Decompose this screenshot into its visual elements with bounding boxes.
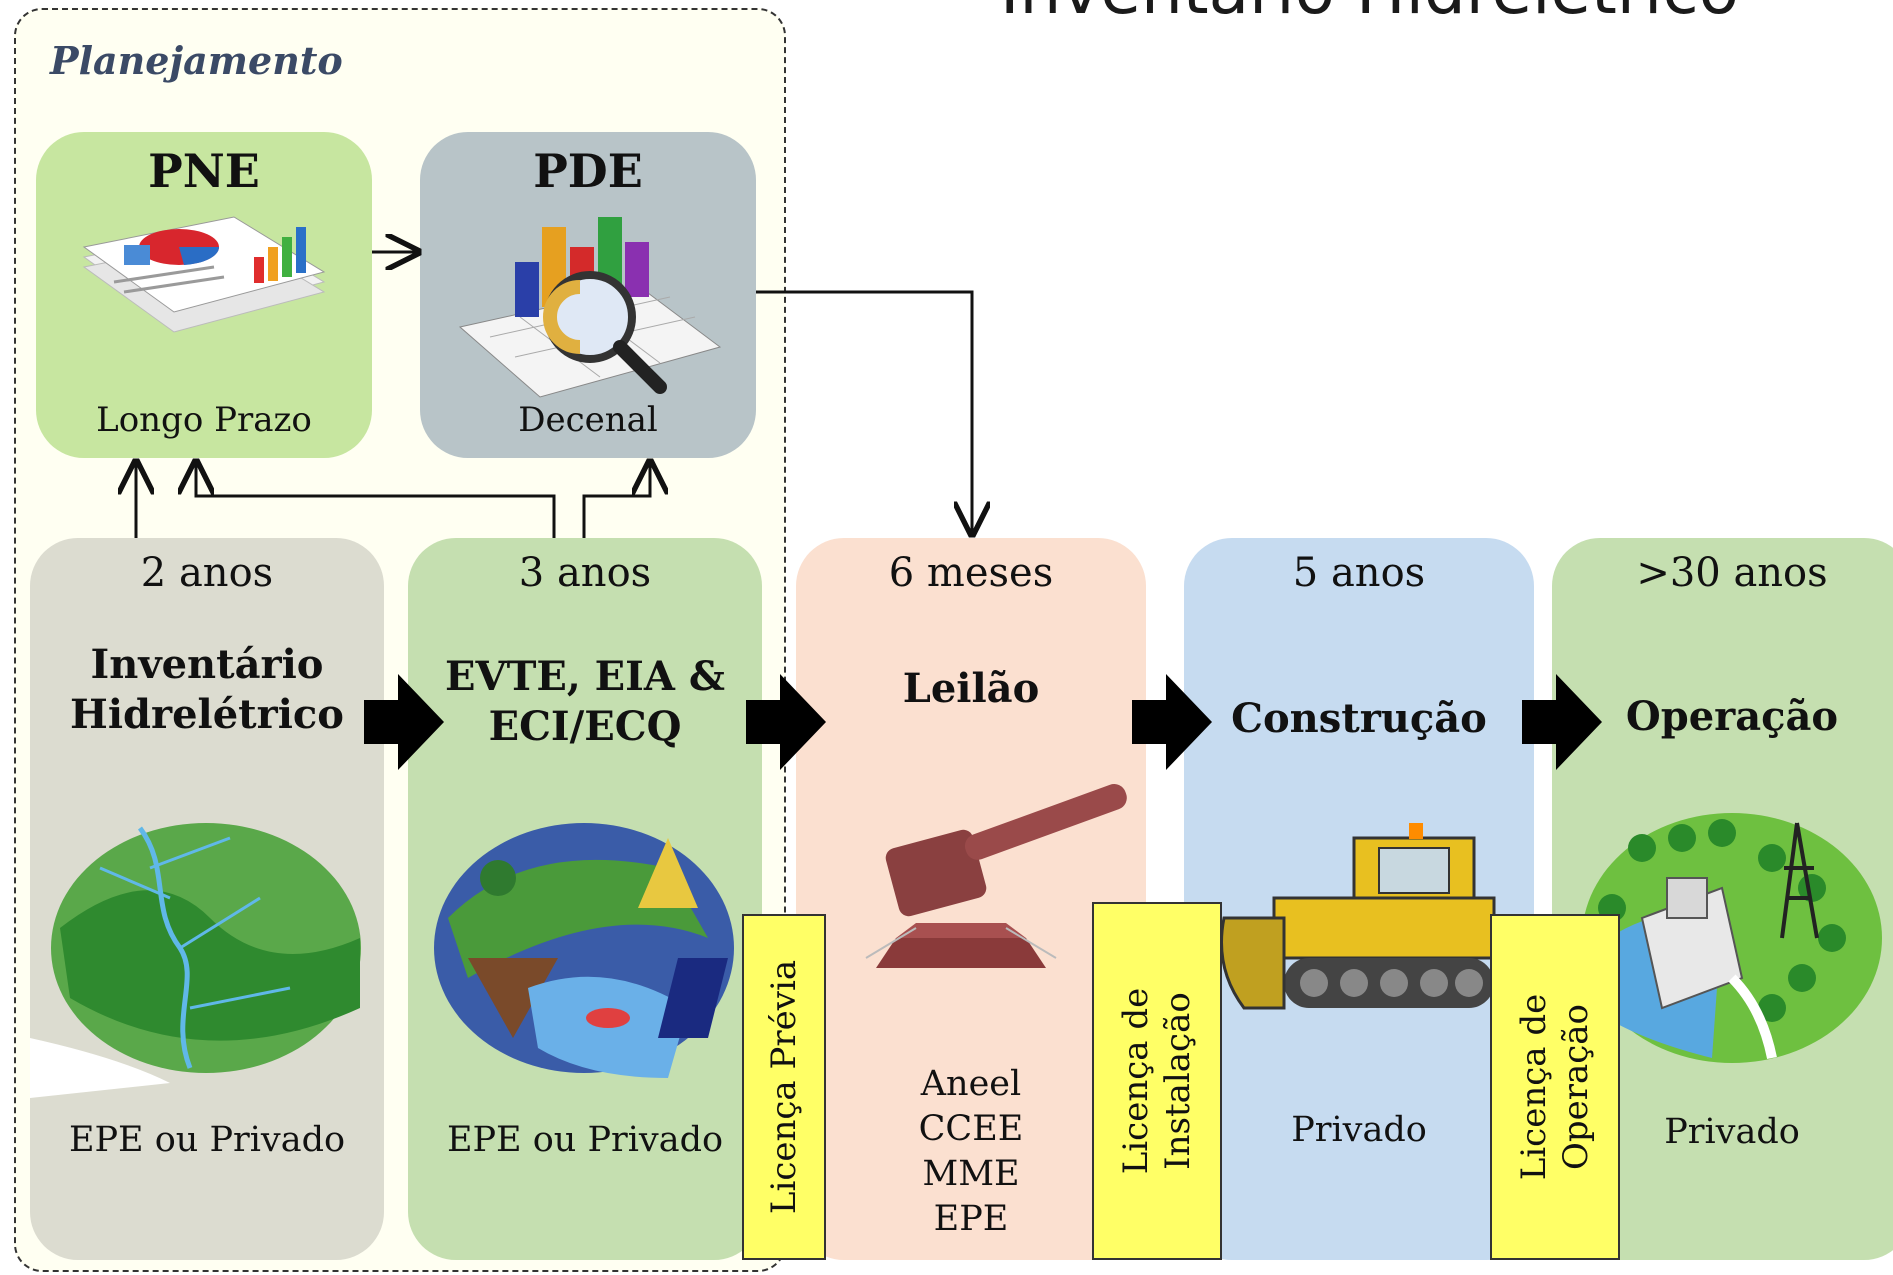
license-instalacao: Licença de Instalação: [1092, 902, 1222, 1260]
stage-name-line: Operação: [1625, 693, 1839, 740]
block-arrow-4: [1522, 674, 1602, 770]
report-icon: [82, 216, 326, 333]
arrow-pde-to-leilao: [756, 290, 972, 534]
stage-name-line: ECI/ECQ: [488, 703, 682, 750]
stage-duration: >30 anos: [1636, 550, 1828, 596]
license-text: Licença Prévia: [763, 960, 805, 1214]
block-arrow-1: [364, 674, 444, 770]
stage-card-leilao: 6 meses Leilão Aneel CCEE MME EPE: [796, 538, 1146, 1260]
pde-subtitle: Decenal: [518, 400, 658, 440]
license-line: Licença Prévia: [764, 959, 804, 1215]
pde-title: PDE: [533, 144, 643, 198]
stage-owner: EPE ou Privado: [446, 1120, 724, 1160]
pne-box: PNE Longo Prazo: [36, 132, 372, 458]
stage-owner: Privado: [1291, 1110, 1427, 1150]
pde-box: PDE Decenal: [420, 132, 756, 458]
stage-card-evte: 3 anos EVTE, EIA & ECI/ECQ EPE ou Privad…: [408, 538, 762, 1260]
stage-owner: EPE: [933, 1199, 1009, 1239]
license-text: Licença de Instalação: [1115, 988, 1199, 1175]
stage-name-line: Leilão: [902, 665, 1040, 712]
stage-name-line: EVTE, EIA &: [445, 653, 725, 700]
stage-owner: EPE ou Privado: [68, 1120, 346, 1160]
arrow-evte-to-pne: [196, 462, 556, 538]
stage-card-construcao: 5 anos Construção Privado: [1184, 538, 1534, 1260]
pne-title: PNE: [148, 144, 260, 198]
pne-subtitle: Longo Prazo: [96, 400, 312, 440]
block-arrow-2: [746, 674, 826, 770]
arrow-evte-to-pde: [582, 462, 650, 538]
stage-duration: 2 anos: [140, 550, 274, 596]
license-previa: Licença Prévia: [742, 914, 826, 1260]
stage-owner: CCEE: [918, 1109, 1024, 1149]
license-line: Licença de: [1514, 993, 1554, 1181]
stage-owner: MME: [922, 1154, 1020, 1194]
license-line: Licença de: [1116, 987, 1156, 1175]
stage-owner: Privado: [1664, 1112, 1800, 1152]
stage-duration: 3 anos: [518, 550, 652, 596]
stage-duration: 5 anos: [1292, 550, 1426, 596]
stage-duration: 6 meses: [888, 550, 1054, 596]
chart-magnifier-icon: [458, 217, 722, 398]
planning-label: Planejamento: [50, 38, 343, 83]
bulldozer-icon: [1220, 823, 1496, 1010]
watershed-icon: [30, 823, 361, 1098]
license-line: Instalação: [1158, 992, 1198, 1170]
page-title: Inventário Hidrelétrico: [1000, 0, 1880, 52]
license-operacao: Licença de Operação: [1490, 914, 1620, 1260]
stage-card-inventario: 2 anos Inventário Hidrelétrico EPE ou Pr…: [30, 538, 384, 1260]
gavel-icon: [865, 784, 1127, 968]
stage-name-line: Hidrelétrico: [70, 691, 344, 738]
stage-name-line: Inventário: [90, 641, 324, 688]
block-arrow-3: [1132, 674, 1212, 770]
license-text: Licença de Operação: [1513, 994, 1597, 1181]
stage-owner: Aneel: [920, 1064, 1022, 1104]
license-line: Operação: [1556, 1003, 1596, 1171]
earth-ecosystem-icon: [434, 823, 734, 1078]
stage-name-line: Construção: [1231, 695, 1487, 742]
